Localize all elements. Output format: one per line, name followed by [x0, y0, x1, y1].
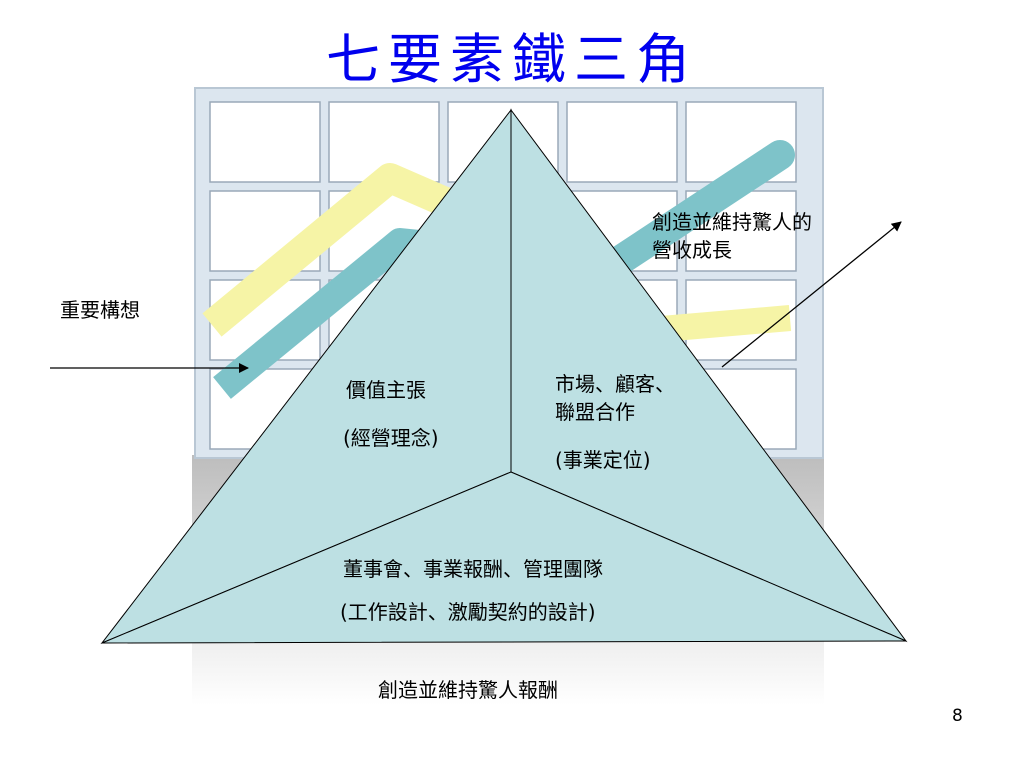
right-face-line2: 聯盟合作: [555, 400, 635, 424]
right-face-line1: 市場、顧客、: [555, 372, 675, 396]
left-face-line1: 價值主張: [346, 378, 426, 402]
left-label: 重要構想: [60, 298, 140, 322]
right-face-line3: (事業定位): [555, 448, 651, 472]
triangle-pyramid: [100, 108, 908, 645]
grid-cell: [566, 101, 678, 183]
pyramid-bottom-face: [101, 471, 907, 644]
grid-cell: [209, 101, 321, 183]
bottom-face-line1: 董事會、事業報酬、管理團隊: [343, 557, 603, 581]
page-title: 七要素鐵三角: [326, 28, 698, 91]
top-right-label-line1: 創造並維持驚人的: [652, 210, 812, 234]
top-right-label-line2: 營收成長: [652, 238, 732, 262]
bottom-label: 創造並維持驚人報酬: [378, 678, 558, 702]
top-right-arrow: [721, 221, 902, 368]
left-face-line2: (經營理念): [343, 426, 439, 450]
bottom-face-line2: (工作設計、激勵契約的設計): [340, 600, 596, 624]
page-number: 8: [952, 706, 963, 726]
